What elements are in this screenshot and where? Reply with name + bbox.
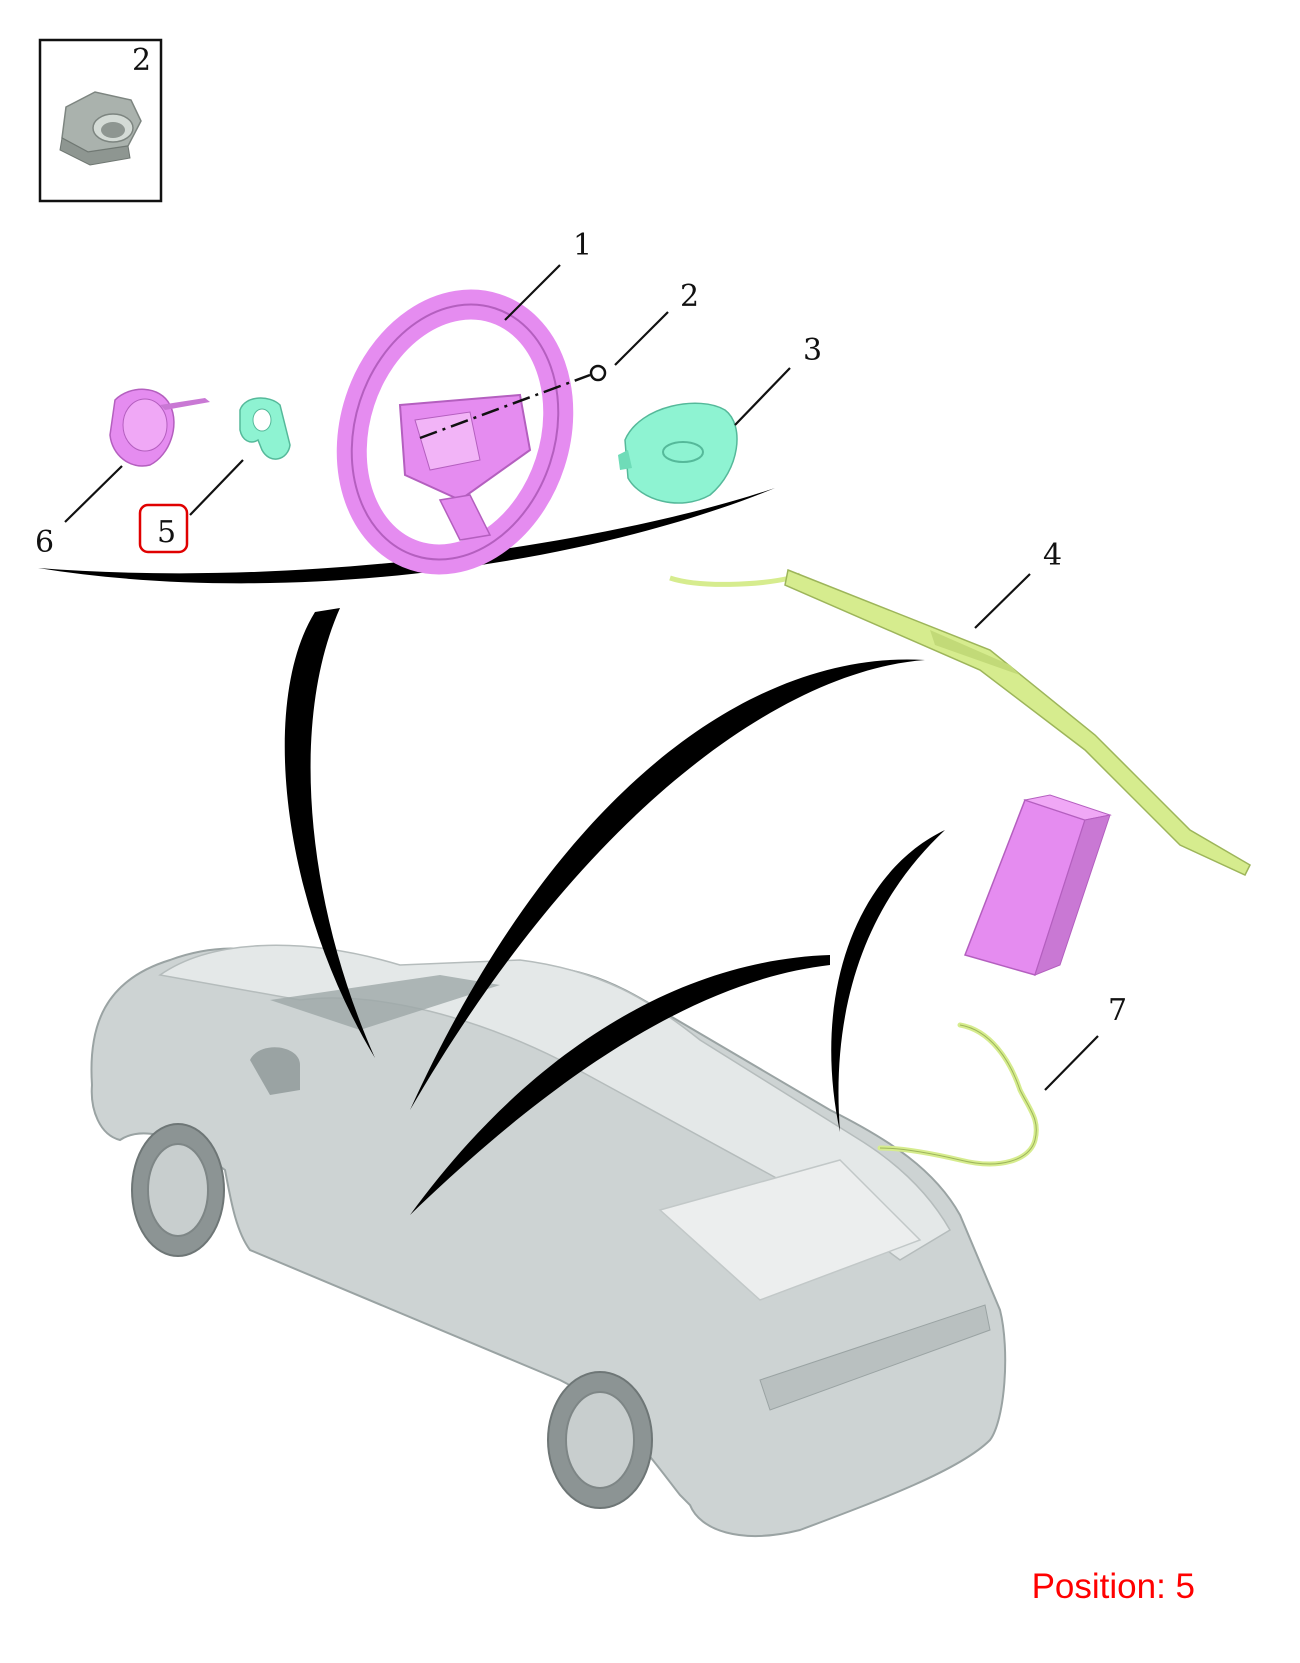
clock-spring-part bbox=[109, 388, 210, 467]
callout-2: 2 bbox=[680, 279, 699, 314]
callout-7: 7 bbox=[1108, 993, 1127, 1028]
leader-lines bbox=[64, 264, 1099, 1091]
position-label: Position: 5 bbox=[1031, 1567, 1195, 1606]
clock-spring-cover-part bbox=[239, 397, 291, 460]
car-body bbox=[90, 944, 1007, 1537]
callout-5: 5 bbox=[157, 515, 176, 550]
steering-wheel-part bbox=[336, 289, 574, 575]
curtain-airbag-part bbox=[669, 568, 1251, 876]
axis-line bbox=[419, 373, 591, 440]
callout-1: 1 bbox=[573, 228, 592, 263]
nut-symbol-icon bbox=[589, 364, 607, 382]
inset-callout-2: 2 bbox=[132, 43, 151, 78]
nut-icon bbox=[59, 91, 142, 166]
callout-4: 4 bbox=[1043, 538, 1062, 573]
driver-airbag-part bbox=[618, 402, 738, 504]
nut-inset: 2 bbox=[38, 38, 163, 203]
harness-part bbox=[877, 1022, 1039, 1167]
airbag-module-part bbox=[964, 794, 1112, 976]
callout-3: 3 bbox=[803, 333, 822, 368]
callout-6: 6 bbox=[35, 525, 54, 560]
highlight-box bbox=[138, 503, 189, 554]
